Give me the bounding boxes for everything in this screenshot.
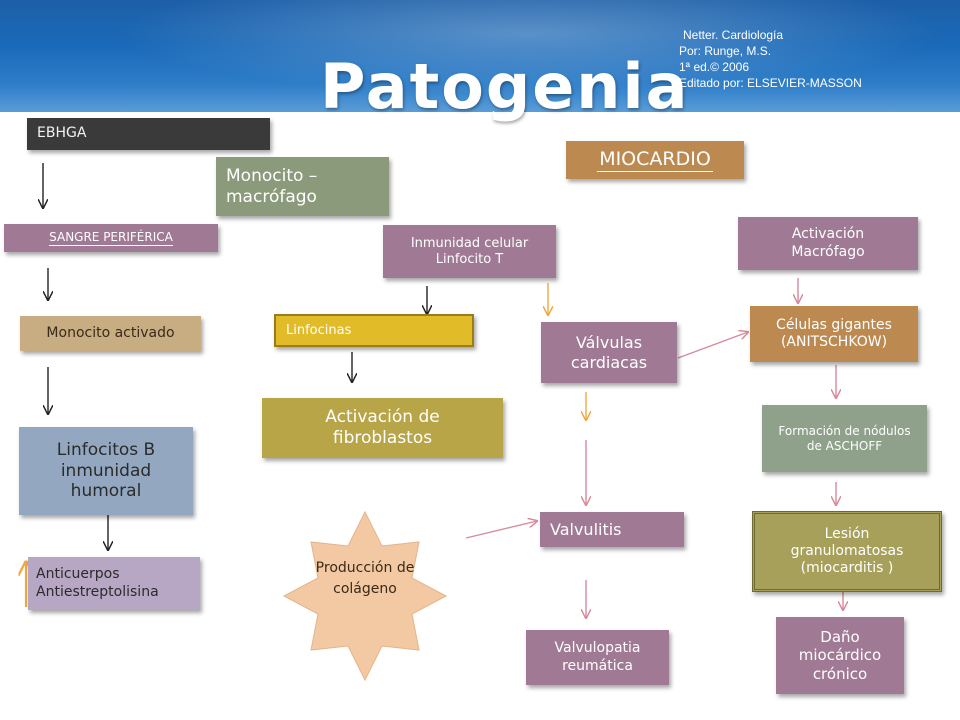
slide-title: Patogenia bbox=[320, 50, 690, 123]
arrow-valvulas-celulas bbox=[677, 332, 748, 359]
node-inmunidad-celular: Inmunidad celular Linfocito T bbox=[383, 225, 556, 278]
header-glow bbox=[0, 0, 960, 112]
node-valvulopatia: Valvulopatia reumática bbox=[526, 630, 669, 685]
reference-line: 1ª ed.© 2006 bbox=[679, 60, 750, 74]
reference-text: Netter. Cardiología Por: Runge, M.S. 1ª … bbox=[679, 27, 862, 91]
node-ebhga: EBHGA bbox=[27, 118, 270, 150]
reference-line: Por: Runge, M.S. bbox=[679, 44, 772, 58]
header-banner bbox=[0, 0, 960, 112]
node-lesion-granulomatosas: Lesión granulomatosas (miocarditis ) bbox=[752, 511, 942, 592]
node-monocito-activado: Monocito activado bbox=[20, 316, 201, 351]
sangre-label: SANGRE PERIFÉRICA bbox=[49, 230, 173, 246]
node-miocardio: MIOCARDIO bbox=[566, 141, 744, 179]
node-formacion-nodulos: Formación de nódulos de ASCHOFF bbox=[762, 405, 927, 472]
reference-line: Editado por: ELSEVIER-MASSON bbox=[679, 76, 862, 90]
node-activacion-fibroblastos: Activación de fibroblastos bbox=[262, 398, 503, 458]
node-dano-miocardico: Daño miocárdico crónico bbox=[776, 617, 904, 694]
node-monocito-macrofago: Monocito – macrófago bbox=[216, 157, 389, 216]
colageno-star-shape bbox=[282, 510, 448, 682]
node-linfocinas: Linfocinas bbox=[274, 314, 474, 347]
node-anticuerpos: Anticuerpos Antiestreptolisina bbox=[28, 557, 200, 610]
node-valvulitis: Valvulitis bbox=[540, 512, 684, 547]
miocardio-label: MIOCARDIO bbox=[597, 148, 713, 173]
reference-line: Netter. Cardiología bbox=[683, 28, 784, 42]
node-sangre-periferica: SANGRE PERIFÉRICA bbox=[4, 224, 218, 252]
node-produccion-colageno: Producción de colágeno bbox=[315, 560, 415, 597]
node-linfocitos-b: Linfocitos B inmunidad humoral bbox=[19, 427, 193, 515]
node-celulas-gigantes: Células gigantes (ANITSCHKOW) bbox=[750, 306, 918, 362]
arrow-colageno-valvulitis bbox=[465, 521, 537, 539]
node-valvulas-cardiacas: Válvulas cardiacas bbox=[541, 322, 677, 383]
node-activacion-macrofago: Activación Macrófago bbox=[738, 217, 918, 270]
